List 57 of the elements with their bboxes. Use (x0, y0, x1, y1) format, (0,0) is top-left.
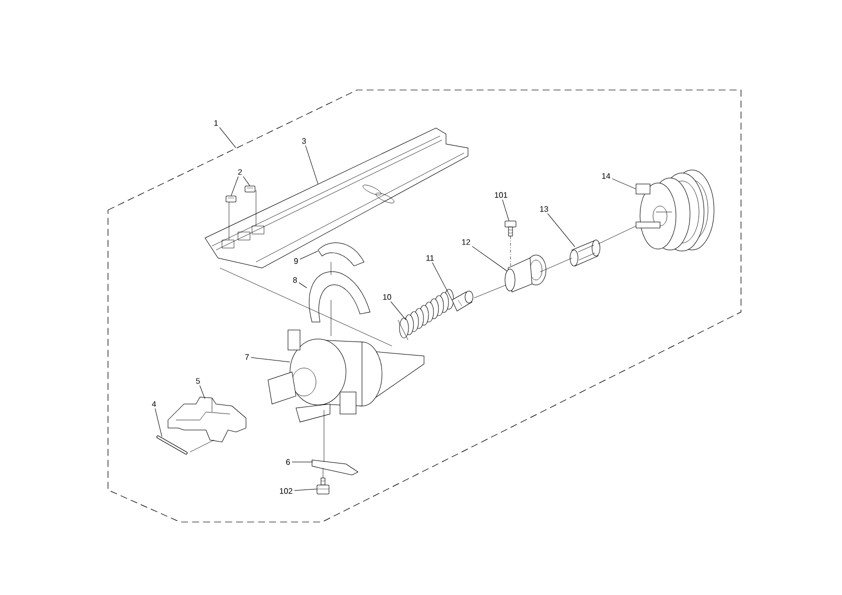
callout-number: 14 (602, 173, 610, 179)
leader-line (250, 357, 290, 362)
alignment-line (220, 268, 392, 346)
leader-line (200, 385, 206, 400)
leader-line (390, 301, 406, 320)
callout-number: 10 (383, 294, 392, 300)
rail-drawing (204, 128, 468, 268)
housing-drawing (268, 330, 424, 422)
callout-number: 5 (196, 378, 200, 384)
screw-drawing (316, 478, 330, 494)
callout-number: 101 (494, 192, 508, 198)
bushing-drawing (504, 254, 546, 292)
leader-line (300, 250, 318, 260)
plate-drawing (312, 460, 358, 476)
callout-number: 1 (214, 120, 218, 126)
callout-number: 12 (462, 239, 470, 245)
leader-line (230, 176, 239, 196)
callout-number: 4 (152, 401, 156, 407)
alignment-line (330, 262, 332, 276)
alignment-line (510, 236, 511, 266)
screw-drawing (504, 220, 516, 236)
callout-number: 102 (280, 488, 292, 494)
alignment-line (474, 284, 506, 298)
callout-number: 2 (238, 169, 242, 175)
leader-line (219, 127, 236, 148)
alignment-line (330, 300, 332, 336)
spacer-drawing (244, 186, 256, 192)
callout-number: 13 (540, 206, 548, 212)
pin-drawing (156, 436, 188, 454)
spacer-drawing (226, 196, 236, 202)
leader-line (242, 176, 250, 186)
callout-number: 8 (293, 277, 297, 283)
sleeve-drawing (570, 240, 600, 266)
callout-number: 7 (245, 354, 249, 360)
leader-line (305, 145, 318, 184)
spring-drawing (398, 288, 454, 340)
alignment-line (598, 226, 636, 244)
leader-line (298, 282, 308, 288)
leader-line (432, 262, 452, 300)
assembly-outline-drawing (108, 90, 742, 522)
leader-line (612, 178, 636, 190)
alignment-line (190, 440, 214, 452)
callout-number: 9 (294, 258, 298, 264)
band-drawing (318, 242, 364, 266)
leader-line (294, 488, 318, 491)
callout-number: 11 (426, 255, 434, 261)
leader-line (154, 408, 162, 438)
alignment-line (322, 468, 324, 478)
callout-number: 3 (302, 138, 306, 144)
band-drawing (309, 272, 370, 322)
callout-number: 6 (286, 459, 290, 465)
leader-line (472, 246, 508, 272)
bracket-drawing (168, 396, 246, 442)
alignment-line (228, 202, 230, 240)
leader-line (547, 213, 576, 248)
leader-line (502, 199, 510, 222)
drum-drawing (636, 170, 714, 252)
